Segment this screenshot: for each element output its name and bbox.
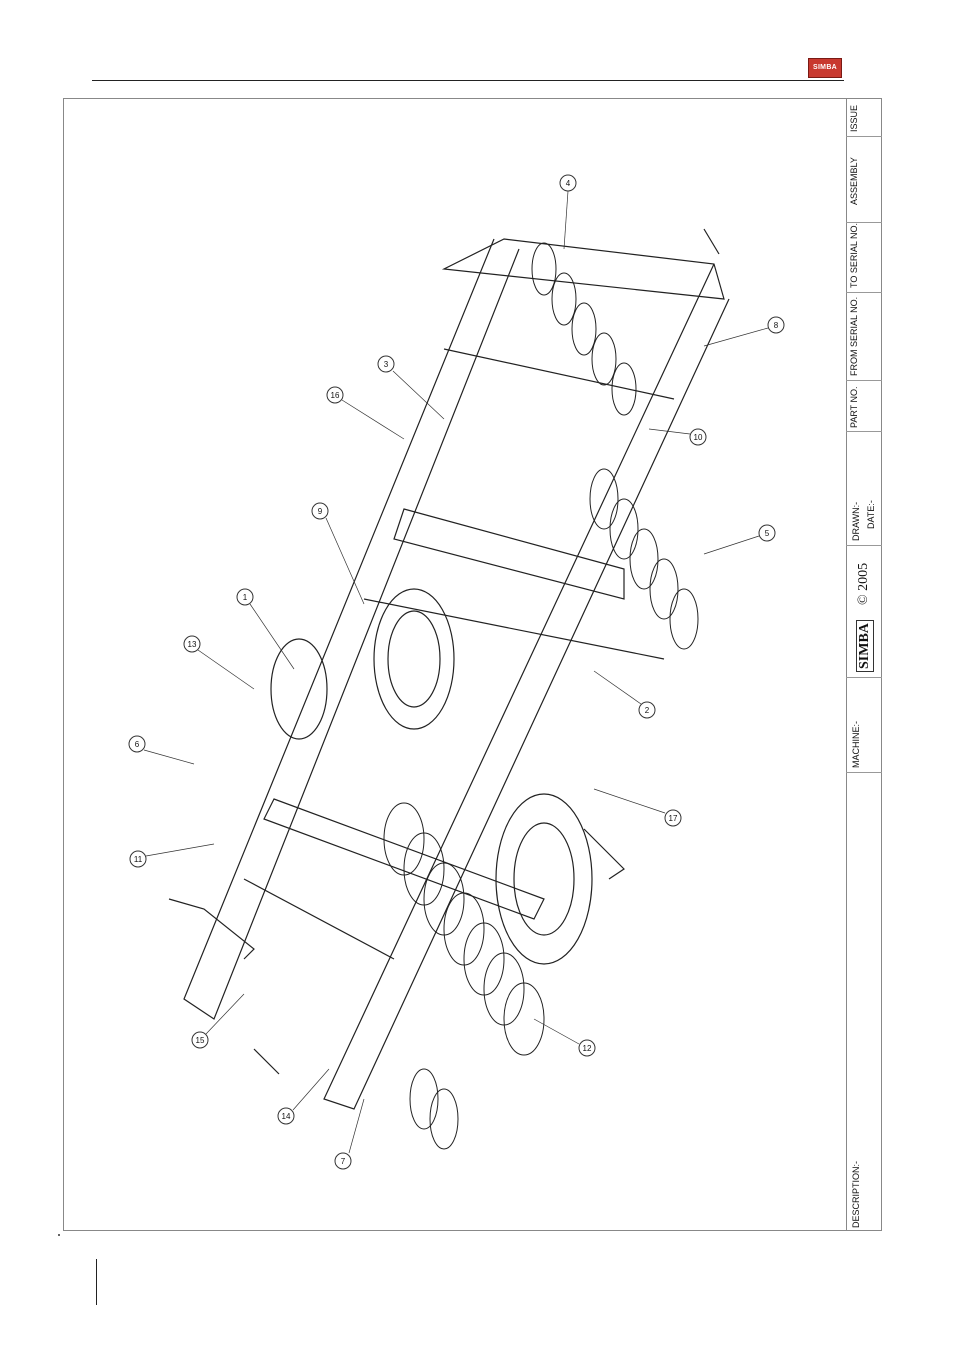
- callout-label: 15: [196, 1036, 205, 1045]
- callout-label: 8: [774, 321, 779, 330]
- callout-13: [183, 635, 201, 653]
- callout-leaders: [143, 190, 769, 1154]
- callout-1: [236, 588, 254, 606]
- callout-9: [311, 502, 329, 520]
- tb-divider: [846, 292, 882, 293]
- callout-label: 3: [384, 360, 389, 369]
- callout-label: 11: [134, 855, 143, 864]
- description-label: DESCRIPTION:-: [851, 1160, 861, 1228]
- callout-11: [129, 850, 147, 868]
- tb-divider: [846, 431, 882, 432]
- drawn-label: DRAWN:-: [851, 501, 861, 541]
- hitch-and-legs: [168, 228, 720, 1075]
- callout-5: [758, 524, 776, 542]
- drawing-frame: [63, 98, 882, 1231]
- tb-divider: [846, 677, 882, 678]
- packer-rings: [383, 802, 545, 1056]
- callout-label: 12: [583, 1044, 592, 1053]
- assembly-label: ASSEMBLY: [849, 157, 859, 205]
- margin-dot: [58, 1234, 60, 1236]
- callout-label: 1: [243, 593, 248, 602]
- from-serial-label: FROM SERIAL NO.: [849, 296, 859, 376]
- callout-label: 2: [645, 706, 650, 715]
- tb-divider: [846, 380, 882, 381]
- callout-label: 17: [669, 814, 678, 823]
- simba-brand: SIMBA: [856, 620, 874, 672]
- tb-divider: [846, 772, 882, 773]
- margin-rule: [96, 1259, 97, 1305]
- to-serial-label: TO SERIAL NO.: [849, 222, 859, 288]
- tb-divider: [846, 222, 882, 223]
- wheels: [270, 588, 593, 965]
- disc-gangs: [409, 242, 699, 1150]
- callout-14: [277, 1107, 295, 1125]
- callout-circles: [128, 174, 785, 1170]
- tb-divider: [846, 545, 882, 546]
- callout-label: 6: [135, 740, 140, 749]
- assembly-drawing: 1 2 3 4 5 6 7 8 9 10 11 12 13 14 15 16 1…: [128, 174, 785, 1170]
- callout-label: 13: [188, 640, 197, 649]
- machine-frame: [183, 238, 730, 1110]
- callout-label: 10: [694, 433, 703, 442]
- callout-17: [664, 809, 682, 827]
- callout-2: [638, 701, 656, 719]
- copyright-text: © 2005: [856, 562, 871, 605]
- callout-label: 14: [282, 1112, 291, 1121]
- callout-10: [689, 428, 707, 446]
- callout-label: 5: [765, 529, 770, 538]
- callout-labels: 1 2 3 4 5 6 7 8 9 10 11 12 13 14 15 16 1…: [134, 179, 779, 1166]
- title-block: [846, 98, 882, 1231]
- callout-label: 16: [331, 391, 340, 400]
- date-label: DATE:-: [866, 500, 876, 529]
- logo-text: SIMBA: [812, 64, 838, 71]
- callout-12: [578, 1039, 596, 1057]
- callout-label: 9: [318, 507, 323, 516]
- callout-label: 4: [566, 179, 571, 188]
- simba-logo: SIMBA: [808, 58, 842, 78]
- callout-16: [326, 386, 344, 404]
- callout-7: [334, 1152, 352, 1170]
- callout-15: [191, 1031, 209, 1049]
- callout-8: [767, 316, 785, 334]
- callout-3: [377, 355, 395, 373]
- issue-label: ISSUE: [849, 104, 859, 132]
- machine-label: MACHINE:-: [851, 721, 861, 768]
- callout-6: [128, 735, 146, 753]
- callout-label: 7: [341, 1157, 346, 1166]
- part-no-label: PART NO.: [849, 386, 859, 428]
- header-rule: [92, 80, 844, 81]
- tb-divider: [846, 136, 882, 137]
